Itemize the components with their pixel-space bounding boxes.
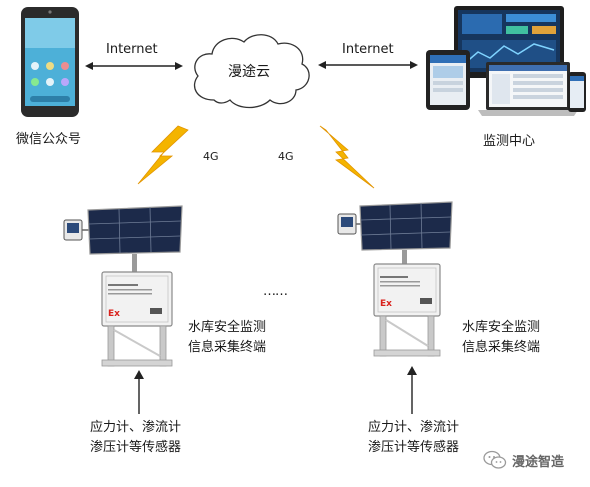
center-caption: 监测中心 [483,134,536,149]
monitoring-devices-icon [426,6,586,116]
right-terminal-label: 水库安全监测 信息采集终端 [462,318,540,358]
cloud-label: 漫途云 [228,64,270,80]
phone-icon [21,7,79,117]
right-terminal-device: Ex [337,201,453,357]
signal-label-right: 4G [278,150,294,163]
right-terminal-label-line1: 水库安全监测 [462,320,541,335]
svg-text:Ex: Ex [380,299,392,309]
internet-arrow-left [85,62,183,70]
terminal-box-icon: Ex [101,271,173,327]
right-sensor-label-line2: 渗压计等传感器 [368,440,460,455]
left-sensor-label-line2: 渗压计等传感器 [90,440,182,455]
phone-caption: 微信公众号 [16,132,82,147]
signal-label-left: 4G [203,150,219,163]
cloud-icon [193,34,310,109]
right-sensor-label-line1: 应力计、渗流计 [368,420,460,435]
left-sensor-label: 应力计、渗流计 渗压计等传感器 [90,418,181,458]
watermark-text: 漫途智造 [512,455,565,470]
lightning-bolt-icon-right [319,125,375,189]
sensor-module-icon [337,213,364,235]
sensor-module-icon [63,219,90,241]
internet-label-right: Internet [342,42,394,57]
left-terminal-device: Ex [63,205,183,367]
right-sensor-arrow [407,366,417,414]
internet-label-left: Internet [106,42,158,57]
left-terminal-label-line2: 信息采集终端 [188,340,267,355]
ellipsis: …… [263,284,288,299]
wechat-icon [483,450,507,469]
internet-arrow-right [318,61,418,69]
left-terminal-label-line1: 水库安全监测 [188,320,267,335]
terminal-box-icon: Ex [373,263,441,317]
left-sensor-arrow [134,370,144,414]
lightning-bolt-icon-left [137,125,189,185]
solar-panel-icon [359,201,453,251]
right-terminal-label-line2: 信息采集终端 [462,340,541,355]
left-terminal-label: 水库安全监测 信息采集终端 [188,318,266,358]
left-sensor-label-line1: 应力计、渗流计 [90,420,182,435]
svg-text:Ex: Ex [108,309,120,319]
solar-panel-icon [87,205,183,255]
right-sensor-label: 应力计、渗流计 渗压计等传感器 [368,418,459,458]
